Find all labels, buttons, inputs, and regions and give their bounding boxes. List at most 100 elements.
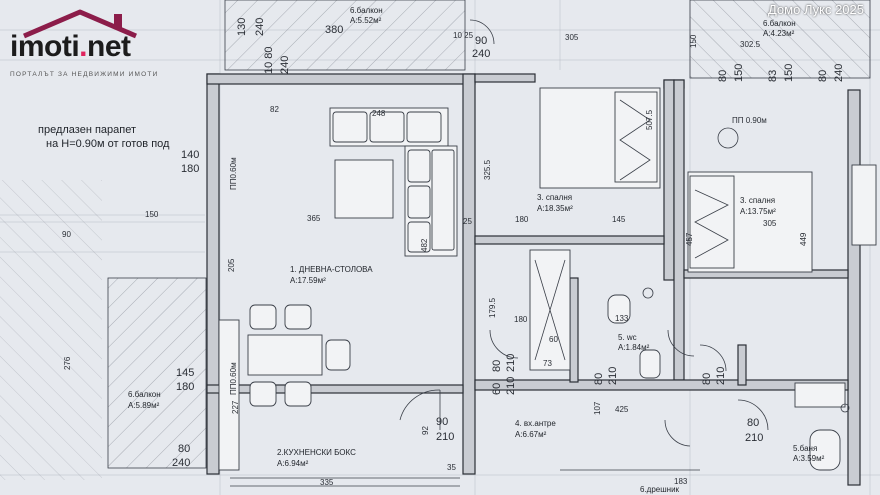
svg-text:180: 180 (514, 315, 528, 324)
svg-text:80: 80 (817, 70, 829, 82)
svg-text:92: 92 (421, 426, 430, 435)
svg-text:240: 240 (833, 64, 845, 82)
bed-bedroom1 (539, 87, 661, 189)
label-balcony-top-name: 6.балкон (350, 6, 383, 15)
svg-text:150: 150 (689, 34, 698, 48)
label-bedroom1-area: A:18.35м² (537, 204, 573, 213)
svg-text:73: 73 (543, 359, 552, 368)
svg-text:80: 80 (593, 373, 605, 385)
svg-text:457: 457 (685, 232, 694, 246)
stair-lines (230, 469, 700, 487)
svg-text:10 80: 10 80 (263, 46, 275, 74)
dining-set (247, 304, 351, 407)
label-balcony-right-area: A:4.23м² (763, 29, 795, 38)
label-bedroom1-name: 3. спалня (537, 193, 572, 202)
svg-text:80: 80 (178, 443, 190, 455)
svg-text:210: 210 (745, 432, 763, 444)
label-window-pp3: ПП 0.90м (732, 116, 767, 125)
svg-text:140: 140 (181, 149, 199, 161)
label-kitchen-area: A:6.94м² (277, 459, 309, 468)
svg-text:180: 180 (176, 381, 194, 393)
dimension-labels: 380 130 240 10 25 90 240 305 150 302.5 8… (62, 18, 845, 487)
balcony-left-outer (0, 180, 102, 480)
svg-text:210: 210 (607, 367, 619, 385)
svg-text:240: 240 (279, 56, 291, 74)
coffee-table (334, 159, 394, 219)
watermark-text: Домо Лукс 2025 (767, 2, 864, 17)
svg-text:425: 425 (615, 405, 629, 414)
label-bath-name: 5.баня (793, 444, 817, 453)
walls (206, 73, 861, 486)
svg-text:302.5: 302.5 (740, 40, 761, 49)
balcony-right (689, 0, 871, 79)
svg-text:107: 107 (593, 401, 602, 415)
label-wc-area: A:1.84м² (618, 343, 650, 352)
label-balcony-left-name: 6.балкон (128, 390, 161, 399)
svg-text:10 25: 10 25 (453, 31, 474, 40)
svg-text:150: 150 (783, 64, 795, 82)
svg-text:248: 248 (372, 109, 386, 118)
note-line2: на H=0.90м от готов под (46, 138, 170, 150)
balcony-top (224, 0, 466, 71)
svg-text:180: 180 (515, 215, 529, 224)
imoti-logo: imoti.net ПОРТАЛЪТ ЗА НЕДВИЖИМИ ИМОТИ (6, 6, 170, 86)
svg-text:240: 240 (254, 18, 266, 36)
logo-brand-dot: . (79, 30, 88, 63)
label-living-area: A:17.59м² (290, 276, 326, 285)
balcony-left (107, 277, 207, 469)
svg-text:133: 133 (615, 314, 629, 323)
svg-text:482: 482 (420, 238, 429, 252)
svg-text:80: 80 (717, 70, 729, 82)
svg-text:90: 90 (62, 230, 71, 239)
svg-text:35: 35 (447, 463, 456, 472)
note-line1: предлазен парапет (38, 124, 136, 136)
svg-text:150: 150 (145, 210, 159, 219)
svg-text:276: 276 (63, 356, 72, 370)
logo-brand-main: imoti (10, 30, 80, 63)
label-hall-area: A:6.67м² (515, 430, 547, 439)
svg-text:90: 90 (475, 35, 487, 47)
wc-fixtures (607, 287, 661, 379)
bed-bedroom2 (687, 127, 813, 273)
label-living-name: 1. ДНЕВНА-СТОЛОВА (290, 265, 373, 274)
svg-text:145: 145 (612, 215, 626, 224)
svg-text:179.5: 179.5 (488, 297, 497, 318)
svg-text:210: 210 (715, 367, 727, 385)
svg-text:305: 305 (565, 33, 579, 42)
desk-right (851, 164, 877, 246)
svg-text:380: 380 (325, 24, 343, 36)
svg-text:130: 130 (236, 18, 248, 36)
svg-text:205: 205 (227, 258, 236, 272)
logo-tagline: ПОРТАЛЪТ ЗА НЕДВИЖИМИ ИМОТИ (10, 71, 159, 78)
svg-text:240: 240 (172, 457, 190, 469)
svg-text:210: 210 (505, 354, 517, 372)
logo-brand-end: net (87, 30, 131, 63)
bath-fixtures (794, 382, 850, 471)
svg-text:25: 25 (463, 217, 472, 226)
label-bath-area: A:3.59м² (793, 454, 825, 463)
svg-text:80: 80 (491, 360, 503, 372)
label-balcony-right-name: 6.балкон (763, 19, 796, 28)
svg-text:210: 210 (436, 431, 454, 443)
svg-text:210: 210 (505, 377, 517, 395)
svg-text:507.5: 507.5 (645, 109, 654, 130)
svg-text:335: 335 (320, 478, 334, 487)
svg-text:305: 305 (763, 219, 777, 228)
label-kitchen-name: 2.КУХНЕНСКИ БОКС (277, 448, 356, 457)
label-storage-name: 6.дрешник (640, 485, 680, 494)
svg-text:80: 80 (701, 373, 713, 385)
label-window-pp1: ПП0.60м (229, 157, 238, 190)
svg-text:145: 145 (176, 367, 194, 379)
label-balcony-left-area: A:5.89м² (128, 401, 160, 410)
label-balcony-top-area: A:5.52м² (350, 16, 382, 25)
label-wc-name: 5. wc (618, 333, 637, 342)
svg-text:180: 180 (181, 163, 199, 175)
svg-text:83: 83 (767, 70, 779, 82)
svg-text:60: 60 (491, 383, 503, 395)
svg-text:325.5: 325.5 (483, 159, 492, 180)
sofa (329, 107, 458, 257)
wardrobe (529, 249, 571, 371)
svg-text:90: 90 (436, 416, 448, 428)
svg-text:227: 227 (231, 400, 240, 414)
